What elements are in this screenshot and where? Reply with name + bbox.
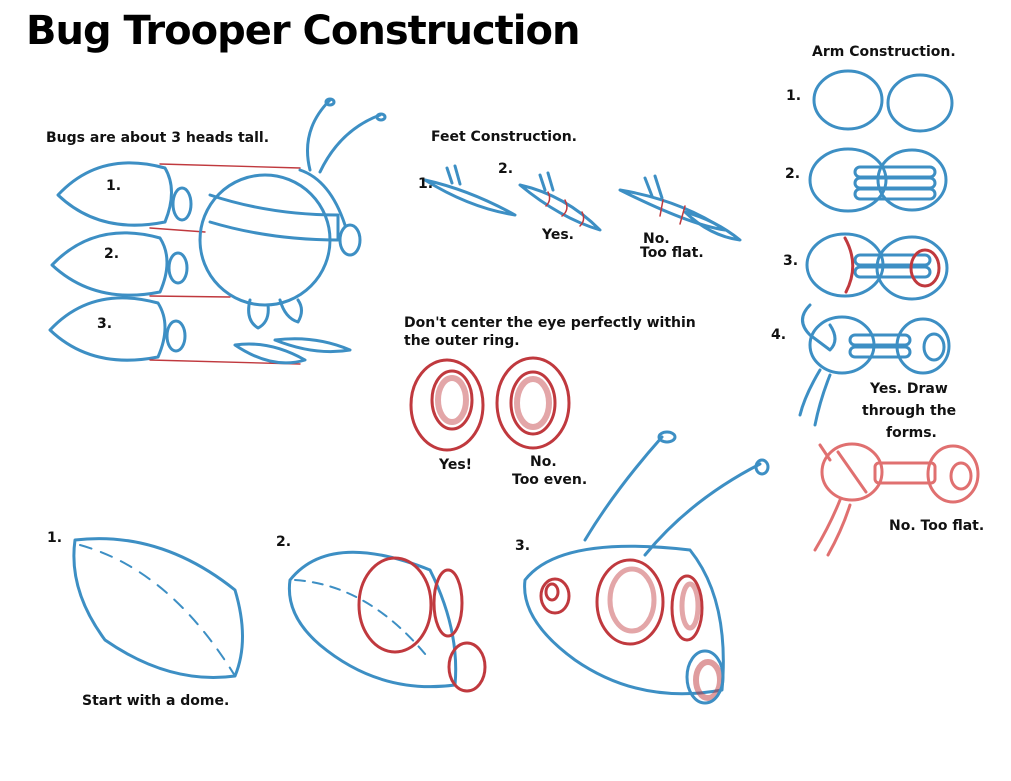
feet-caption: Feet Construction. — [431, 129, 578, 145]
arm-step-1-label: 1. — [786, 88, 802, 104]
arm-step-3 — [805, 232, 949, 301]
arm-yes-line-1: Yes. Draw — [870, 381, 948, 397]
feet-too-flat-label: Too flat. — [640, 245, 704, 261]
head-height-guide-3 — [48, 296, 187, 362]
arm-yes-line-3: forms. — [886, 425, 937, 441]
feet-step-2-label: 2. — [498, 161, 514, 177]
heads-step-2-label: 2. — [104, 246, 120, 262]
arm-step-2-label: 2. — [785, 166, 801, 182]
feet-no-label: No. — [643, 231, 670, 247]
eye-caption-line-1: Don't center the eye perfectly within — [404, 315, 696, 331]
page-title: Bug Trooper Construction — [26, 8, 580, 54]
arm-step-2 — [808, 147, 948, 213]
eye-no-label: No. — [530, 454, 557, 470]
arm-step-4-yes — [798, 303, 951, 427]
dome-caption: Start with a dome. — [82, 693, 230, 709]
head-step-2 — [287, 550, 487, 693]
head-step-1-label: 1. — [47, 530, 63, 546]
bug-body-figure — [198, 97, 387, 365]
arm-no-label: No. Too flat. — [889, 518, 985, 534]
feet-step-1-label: 1. — [418, 176, 434, 192]
foot-no-too-flat — [618, 174, 742, 242]
foot-step-1 — [423, 164, 517, 217]
eye-ring-no — [495, 356, 571, 450]
arm-caption: Arm Construction. — [812, 44, 956, 60]
eye-too-even-label: Too even. — [512, 472, 588, 488]
arm-step-1 — [812, 69, 954, 133]
heads-step-3-label: 3. — [97, 316, 113, 332]
heads-caption: Bugs are about 3 heads tall. — [46, 130, 270, 146]
arm-no-too-flat — [813, 442, 980, 557]
feet-yes-label: Yes. — [542, 227, 574, 243]
arm-yes-line-2: through the — [862, 403, 957, 419]
head-step-2-label: 2. — [276, 534, 292, 550]
eye-yes-label: Yes! — [439, 457, 473, 473]
head-step-3-label: 3. — [515, 538, 531, 554]
heads-step-1-label: 1. — [106, 178, 122, 194]
arm-step-4-label: 4. — [771, 327, 787, 343]
head-step-1-dome — [72, 537, 244, 679]
foot-step-2-yes — [518, 171, 602, 232]
head-height-guide-1 — [56, 161, 193, 227]
head-step-3 — [523, 430, 770, 705]
eye-caption-line-2: the outer ring. — [404, 333, 520, 349]
eye-ring-yes — [409, 358, 485, 452]
head-height-guide-2 — [50, 231, 189, 297]
arm-step-3-label: 3. — [783, 253, 799, 269]
